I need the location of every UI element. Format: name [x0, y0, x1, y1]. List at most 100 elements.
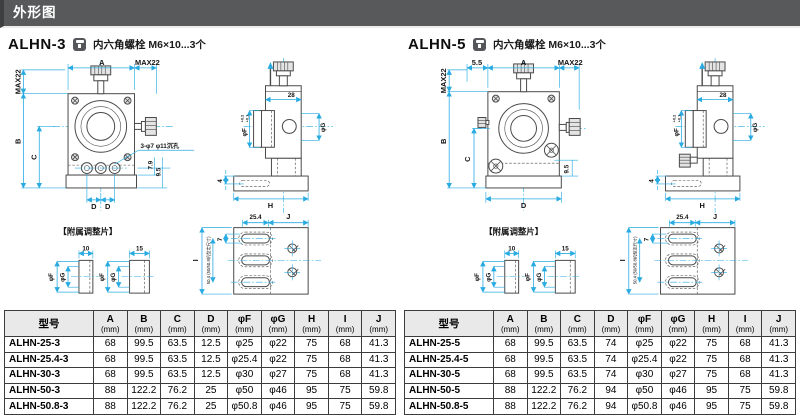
value-cell: 95: [294, 398, 329, 415]
column-header: φG(mm): [260, 310, 296, 337]
dim-phi-f: φF: [673, 128, 680, 136]
model-cell: ALHN-50.8-3: [4, 398, 94, 415]
counterbore-note: 3-φ7 φ11沉孔: [140, 141, 180, 150]
front-view: A MAX22 MAX22 B C D D 3-φ7 φ11沉孔 7.9 9.5: [13, 58, 195, 211]
dim-7-9: 7.9: [147, 160, 154, 169]
value-cell: 94: [593, 382, 629, 400]
value-cell: φ25.4: [627, 351, 662, 369]
value-cell: 59.8: [361, 382, 396, 400]
value-cell: φ30: [627, 367, 662, 384]
value-cell: 122.2: [126, 398, 162, 415]
value-cell: 68: [327, 351, 363, 369]
value-cell: φ46: [660, 398, 696, 415]
top-knob: [704, 61, 726, 87]
column-header: B(mm): [526, 310, 562, 337]
dim-c: C: [463, 156, 472, 162]
panel-title-row: ALHN-5 内六角螺栓 M6×10...3个: [400, 28, 800, 54]
value-cell: 94: [593, 398, 629, 415]
technical-drawing-alhn-3: A MAX22 MAX22 B C D D 3-φ7 φ11沉孔 7.9 9.5: [13, 58, 333, 295]
dim-h: H: [268, 201, 273, 210]
dim-d: D: [521, 201, 527, 210]
value-cell: 41.3: [761, 367, 796, 384]
content: ALHN-3 内六角螺栓 M6×10...3个: [0, 28, 800, 415]
value-cell: 122.2: [526, 382, 562, 400]
value-cell: 88: [493, 398, 528, 415]
column-header: I(mm): [327, 310, 363, 337]
shim2-width: 15: [136, 245, 143, 252]
value-cell: φ22: [660, 336, 696, 353]
value-cell: 68: [493, 351, 528, 369]
value-cell: 25: [193, 398, 229, 415]
dim-max22-left: MAX22: [439, 68, 448, 93]
value-cell: 76.2: [160, 398, 195, 415]
model-cell: ALHN-30-3: [4, 367, 94, 384]
value-cell: 68: [93, 367, 128, 384]
index-pin: [267, 61, 274, 86]
value-cell: 75: [294, 367, 329, 384]
dim-d1: D: [91, 202, 97, 211]
mounting-holes: [74, 162, 127, 175]
column-header: I(mm): [727, 310, 763, 337]
model-cell: ALHN-25-5: [404, 336, 494, 353]
value-cell: 68: [493, 336, 528, 353]
dim-i: I: [191, 259, 200, 261]
value-cell: 12.5: [193, 336, 229, 353]
value-cell: 99.5: [126, 367, 162, 384]
value-cell: 75: [327, 398, 363, 415]
dim-c: C: [29, 154, 38, 160]
dimension-table-alhn-5: 型号 A(mm)B(mm)C(mm)D(mm)φF(mm)φG(mm)H(mm)…: [404, 310, 796, 415]
dim-phi-f-tol-lower: +0.1: [246, 115, 250, 122]
model-column-header: 型号: [4, 310, 94, 337]
value-cell: 76.2: [160, 382, 195, 400]
value-cell: 63.5: [560, 367, 595, 384]
dim-28: 28: [720, 92, 727, 99]
panel-alhn-5: ALHN-5 内六角螺栓 M6×10...3个: [400, 28, 800, 415]
value-cell: 74: [593, 351, 629, 369]
column-header: C(mm): [560, 310, 595, 337]
dim-j: J: [286, 212, 290, 221]
side-knob: [134, 117, 157, 136]
value-cell: 75: [694, 351, 729, 369]
dim-9-5: 9.5: [563, 164, 570, 173]
slot-pitch-note: 50.4 (50/50.8机型定尺寸): [205, 236, 212, 284]
shim-phi-f: φF: [48, 273, 55, 281]
value-cell: 88: [493, 382, 528, 400]
value-cell: 75: [694, 367, 729, 384]
value-cell: 88: [93, 398, 128, 415]
value-cell: 59.8: [361, 398, 396, 415]
shims-title: 【附属调整片】: [484, 227, 543, 237]
value-cell: 75: [727, 398, 763, 415]
page-title: 外形图: [13, 5, 57, 20]
value-cell: φ25: [227, 336, 262, 353]
value-cell: 12.5: [193, 367, 229, 384]
dimension-table-alhn-3: 型号 A(mm)B(mm)C(mm)D(mm)φF(mm)φG(mm)H(mm)…: [4, 310, 396, 415]
dim-max22-left: MAX22: [13, 69, 22, 94]
value-cell: 68: [327, 336, 363, 353]
slot-pitch-note: 50.4 (50/50.8机型定尺寸): [632, 236, 639, 284]
column-header: A(mm): [93, 310, 128, 337]
model-cell: ALHN-25.4-5: [404, 351, 494, 369]
dim-a: A: [99, 58, 105, 67]
column-header: φF(mm): [627, 310, 662, 337]
page-header: 外形图: [0, 0, 800, 28]
value-cell: 63.5: [560, 336, 595, 353]
dim-28: 28: [288, 92, 295, 99]
value-cell: 68: [93, 336, 128, 353]
corner-screws: [491, 94, 556, 103]
column-header: J(mm): [761, 310, 796, 337]
index-pin: [699, 61, 706, 86]
dim-a: A: [521, 58, 527, 67]
value-cell: φ27: [260, 367, 296, 384]
value-cell: 68: [93, 351, 128, 369]
bottom-view: 25.4 J I 50.4 (50/50.8机型定尺寸) 7: [618, 212, 748, 295]
dim-slot-7: 7: [217, 237, 224, 241]
dim-25-4: 25.4: [676, 214, 689, 221]
column-header: D(mm): [193, 310, 229, 337]
bolt-note: 内六角螺栓 M6×10...3个: [93, 38, 206, 51]
value-cell: 76.2: [560, 398, 595, 415]
shim-phi-f: φF: [525, 273, 532, 281]
value-cell: φ46: [660, 382, 696, 400]
